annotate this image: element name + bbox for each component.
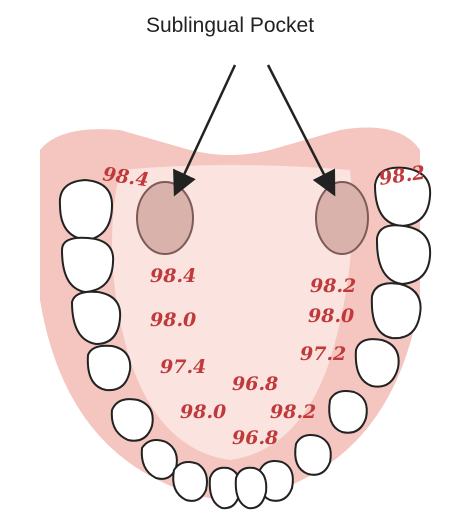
tooth (329, 391, 367, 433)
reading-left-3: 97.4 (160, 356, 206, 378)
tooth (295, 435, 331, 475)
reading-center-lower: 96.8 (232, 427, 278, 449)
right-sublingual-pocket (316, 182, 368, 254)
reading-lower-left: 98.0 (180, 401, 226, 423)
reading-right-1: 98.2 (310, 275, 356, 297)
tooth (377, 225, 430, 284)
reading-right-2: 98.0 (308, 305, 354, 327)
tooth (236, 468, 267, 508)
tooth (356, 339, 399, 387)
tooth (60, 180, 112, 240)
reading-left-2: 98.0 (150, 309, 196, 331)
tooth (88, 346, 130, 390)
tooth (173, 462, 207, 501)
left-sublingual-pocket (137, 182, 193, 254)
front-teeth (210, 468, 267, 508)
reading-center-upper: 96.8 (232, 373, 278, 395)
reading-lower-right: 98.2 (270, 401, 316, 423)
reading-right-3: 97.2 (300, 343, 346, 365)
tooth (372, 283, 421, 338)
tooth (62, 238, 113, 292)
reading-left-1: 98.4 (150, 265, 196, 287)
